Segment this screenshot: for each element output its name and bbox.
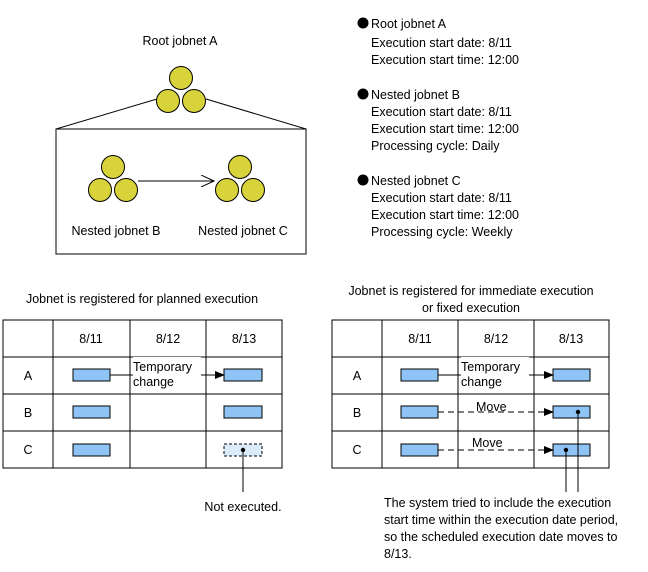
- left-note: Not executed.: [204, 500, 281, 514]
- left-date-header: 8/13: [232, 332, 256, 346]
- info-root-title: Root jobnet A: [371, 17, 447, 31]
- nested-b-label: Nested jobnet B: [72, 224, 161, 238]
- info-nested-c-line: Processing cycle: Weekly: [371, 225, 513, 239]
- info-nested-c-line: Execution start date: 8/11: [371, 191, 512, 205]
- right-table-title: Jobnet is registered for immediate execu…: [348, 284, 593, 298]
- pointer-dot: [240, 447, 246, 453]
- info-nested-c-line: Execution start time: 12:00: [371, 208, 519, 222]
- right-move-label-c: Move: [472, 436, 503, 450]
- right-bar-c-813: [552, 443, 591, 457]
- right-bar-a-813: [552, 368, 591, 382]
- right-bar-c-811: [400, 443, 439, 457]
- right-date-header: 8/12: [484, 332, 508, 346]
- left-row-label: B: [24, 406, 32, 420]
- bullet-icon: [357, 17, 369, 29]
- nested-jobnet-box: [55, 128, 307, 255]
- info-nested-b-title: Nested jobnet B: [371, 88, 460, 102]
- pointer-dot: [575, 409, 581, 415]
- info-root-line: Execution start date: 8/11: [371, 36, 512, 50]
- right-note: The system tried to include the executio…: [384, 496, 611, 510]
- right-bar-b-811: [400, 405, 439, 419]
- expand-line-right: [205, 98, 307, 130]
- right-date-header: 8/11: [408, 332, 431, 346]
- right-table-title: or fixed execution: [422, 301, 520, 315]
- info-nested-b-block: Nested jobnet B Execution start date: 8/…: [357, 88, 519, 153]
- right-row-label: B: [353, 406, 361, 420]
- info-root-line: Execution start time: 12:00: [371, 53, 519, 67]
- left-bar-c-811: [72, 443, 111, 457]
- right-note: start time within the execution date per…: [384, 513, 618, 527]
- info-nested-c-block: Nested jobnet C Execution start date: 8/…: [357, 174, 519, 239]
- left-date-header: 8/12: [156, 332, 180, 346]
- bullet-icon: [357, 88, 369, 100]
- right-change-label: change: [461, 375, 502, 389]
- left-date-header: 8/11: [79, 332, 102, 346]
- nested-jobnet-b-icon: [88, 155, 138, 202]
- left-bar-a-811: [72, 368, 111, 382]
- right-bar-b-813: [552, 405, 591, 419]
- right-move-label-bg: [472, 439, 510, 448]
- info-root-block: Root jobnet A Execution start date: 8/11…: [357, 17, 519, 67]
- right-row-label: C: [352, 443, 361, 457]
- left-change-label: change: [133, 375, 174, 389]
- left-row-label: A: [24, 369, 33, 383]
- right-bar-a-811: [400, 368, 439, 382]
- right-note: 8/13.: [384, 547, 412, 561]
- pointer-dot: [563, 447, 569, 453]
- left-table-title: Jobnet is registered for planned executi…: [26, 292, 258, 306]
- right-row-label: A: [353, 369, 362, 383]
- info-nested-b-line: Execution start time: 12:00: [371, 122, 519, 136]
- right-move-label-bg: [472, 401, 510, 410]
- right-date-header: 8/13: [559, 332, 583, 346]
- bullet-icon: [357, 174, 369, 186]
- root-jobnet-label: Root jobnet A: [142, 34, 218, 48]
- info-nested-b-line: Execution start date: 8/11: [371, 105, 512, 119]
- left-change-label-bg: [133, 357, 201, 390]
- right-note: so the scheduled execution date moves to: [384, 530, 618, 544]
- left-row-label: C: [23, 443, 32, 457]
- right-change-label-bg: [461, 357, 529, 390]
- left-bar-b-813: [223, 405, 263, 419]
- left-bar-a-813: [223, 368, 263, 382]
- info-nested-b-line: Processing cycle: Daily: [371, 139, 500, 153]
- expand-line-left: [55, 98, 158, 130]
- right-change-label: Temporary: [461, 360, 521, 374]
- info-nested-c-title: Nested jobnet C: [371, 174, 461, 188]
- nested-c-label: Nested jobnet C: [198, 224, 288, 238]
- left-change-label: Temporary: [133, 360, 193, 374]
- root-jobnet-icon: [156, 66, 206, 113]
- nested-jobnet-c-icon: [215, 155, 265, 202]
- left-bar-b-811: [72, 405, 111, 419]
- right-move-label-b: Move: [476, 400, 507, 414]
